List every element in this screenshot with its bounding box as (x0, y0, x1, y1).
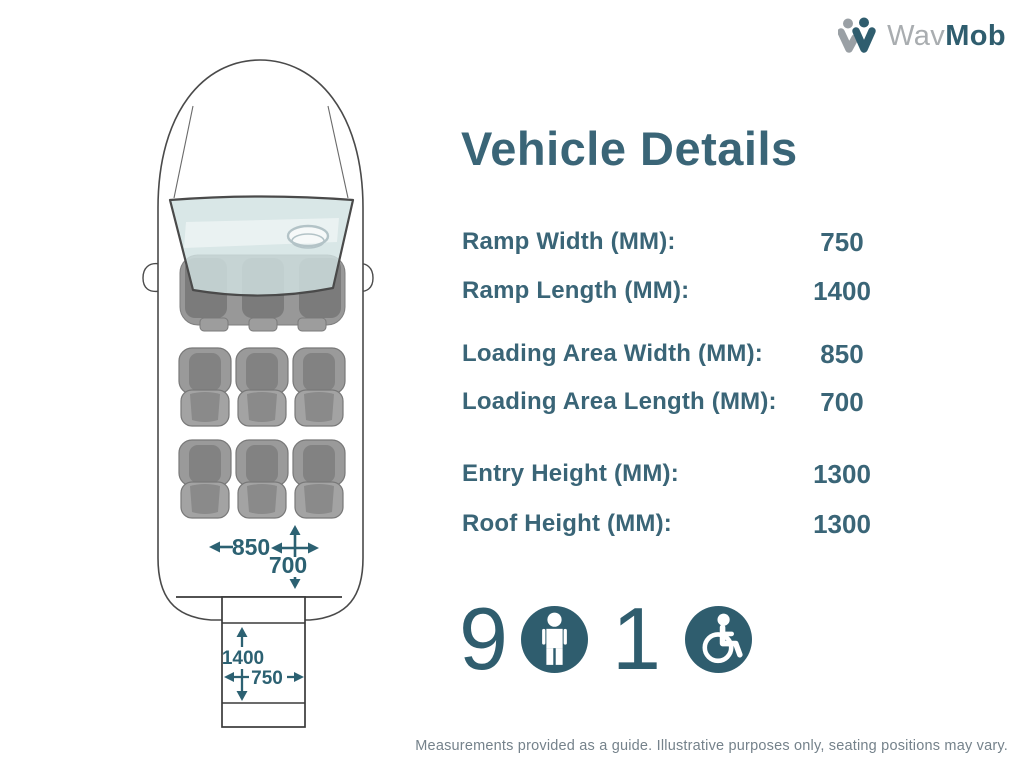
spec-row-loading-length: Loading Area Length (MM): 700 (462, 386, 892, 418)
vehicle-top-view-diagram: 850 700 1400 750 (142, 59, 374, 728)
wavmob-logo-icon (838, 17, 876, 53)
spec-value: 850 (820, 339, 864, 369)
spec-value: 1300 (813, 459, 871, 489)
wheelchair-icon (684, 605, 752, 673)
spec-row-loading-width: Loading Area Width (MM): 850 (462, 338, 892, 370)
page-title: Vehicle Details (461, 122, 798, 175)
spec-value: 1400 (813, 276, 871, 306)
passenger-icon (520, 605, 588, 673)
spec-label: Entry Height (MM): (462, 460, 679, 487)
spec-value: 1300 (813, 509, 871, 539)
logo-text-mob: Mob (945, 19, 1006, 52)
loading-area-dimensions: 850 700 (209, 525, 319, 589)
steering-wheel (286, 224, 330, 249)
spec-row-ramp-length: Ramp Length (MM): 1400 (462, 275, 892, 307)
left-mirror (142, 262, 161, 293)
spec-label: Loading Area Width (MM): (462, 340, 763, 367)
loading-length-dim: 700 (269, 552, 307, 578)
spec-label: Loading Area Length (MM): (462, 388, 777, 415)
bonnet-line-left (173, 105, 194, 199)
wavmob-logo: WavMob (838, 16, 1006, 56)
spec-row-ramp-width: Ramp Width (MM): 750 (462, 226, 892, 258)
ramp-dimensions: 1400 750 (222, 627, 304, 701)
ramp-width-dim: 750 (251, 668, 283, 689)
spec-label: Ramp Width (MM): (462, 228, 676, 255)
seat-count: 9 (459, 589, 508, 688)
ramp (221, 596, 306, 728)
spec-value: 750 (820, 227, 864, 257)
windscreen (168, 195, 355, 297)
loading-width-dim: 850 (232, 534, 270, 560)
bonnet-line-right (327, 105, 349, 199)
ramp-length-dim: 1400 (222, 648, 264, 669)
disclaimer-text: Measurements provided as a guide. Illust… (415, 738, 1008, 754)
spec-value: 700 (820, 387, 864, 417)
wavmob-logo-text: WavMob (887, 20, 1006, 53)
spec-row-entry-height: Entry Height (MM): 1300 (462, 458, 892, 490)
logo-text-wav: Wav (887, 19, 946, 52)
spec-label: Roof Height (MM): (462, 510, 673, 537)
wheelchair-count: 1 (611, 589, 661, 688)
spec-row-roof-height: Roof Height (MM): 1300 (462, 508, 892, 540)
spec-label: Ramp Length (MM): (462, 277, 690, 304)
capacity-summary: 9 1 (459, 589, 752, 688)
